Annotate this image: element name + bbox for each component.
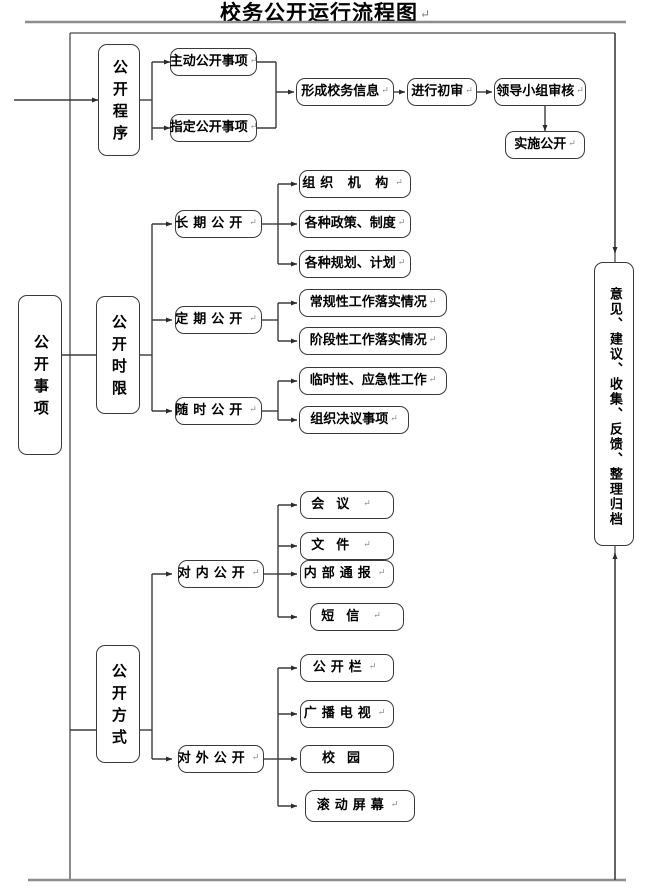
node-meeting[interactable]: 会议↵ — [300, 491, 394, 519]
node-internal-bulletin-label: 内部通报 — [303, 566, 376, 582]
pilcrow-mark: ↵ — [419, 7, 432, 21]
node-implement-disclosure-label: 实施公开 — [514, 137, 567, 153]
pilcrow-mark: ↵ — [428, 297, 437, 308]
node-resolutions[interactable]: 组织决议事项↵ — [299, 406, 409, 434]
node-bulletin-board[interactable]: 公开栏↵ — [300, 654, 394, 682]
node-internal-bulletin[interactable]: 内部通报↵ — [300, 560, 394, 588]
node-procedure-label: 公开程序 — [110, 59, 129, 147]
node-feedback-column-label: 意见、建议、收集、反馈、整理归档 — [606, 287, 622, 527]
node-anytime[interactable]: 随时公开↵ — [175, 397, 262, 425]
node-campus[interactable]: 校园 — [300, 745, 394, 773]
node-first-review[interactable]: 进行初审↵ — [407, 78, 477, 106]
node-document[interactable]: 文件↵ — [300, 532, 394, 560]
pilcrow-mark: ↵ — [397, 218, 406, 229]
node-sms[interactable]: 短信↵ — [310, 603, 404, 631]
pilcrow-mark: ↵ — [363, 540, 383, 551]
node-external-label: 对外公开 — [177, 751, 250, 767]
pilcrow-mark: ↵ — [249, 314, 262, 325]
page-title-text: 校务公开运行流程图 — [219, 0, 418, 25]
node-root-matters[interactable]: 公开事项 — [18, 295, 62, 455]
node-root-matters-label: 公开事项 — [31, 334, 50, 422]
node-time-limit[interactable]: 公开时限 — [96, 296, 140, 414]
pilcrow-mark: ↵ — [568, 139, 576, 150]
pilcrow-mark: ↵ — [249, 405, 262, 416]
node-meeting-label: 会议 — [311, 497, 362, 513]
pilcrow-mark: ↵ — [381, 86, 389, 97]
node-policies[interactable]: 各种政策、制度↵ — [299, 210, 411, 238]
node-active-disclosure-label: 主动公开事项 — [169, 54, 248, 70]
node-routine-work-label: 常规性工作落实情况 — [309, 295, 427, 311]
node-long-term-label: 长期公开 — [175, 216, 248, 232]
node-document-label: 文件 — [311, 538, 362, 554]
node-phased-work-label: 阶段性工作落实情况 — [309, 333, 427, 349]
node-internal[interactable]: 对内公开↵ — [178, 560, 264, 588]
node-plans[interactable]: 各种规划、计划↵ — [299, 250, 411, 278]
node-internal-label: 对内公开 — [177, 566, 250, 582]
node-procedure[interactable]: 公开程序 — [98, 44, 140, 156]
node-org-structure[interactable]: 组织 机 构↵ — [299, 170, 411, 198]
node-org-structure-label: 组织 机 构 — [302, 176, 394, 192]
node-campus-label: 校园 — [321, 751, 372, 767]
node-leader-group-review-label: 领导小组审核 — [496, 84, 575, 100]
node-form-info[interactable]: 形成校务信息↵ — [296, 78, 394, 106]
node-leader-group-review[interactable]: 领导小组审核↵ — [494, 78, 586, 106]
pilcrow-mark: ↵ — [368, 662, 382, 673]
node-plans-label: 各种规划、计划 — [304, 256, 396, 272]
node-first-review-label: 进行初审 — [411, 84, 464, 100]
pilcrow-mark: ↵ — [465, 86, 473, 97]
pilcrow-mark: ↵ — [249, 218, 262, 229]
node-phased-work[interactable]: 阶段性工作落实情况↵ — [299, 327, 447, 355]
pilcrow-mark: ↵ — [390, 414, 398, 425]
pilcrow-mark: ↵ — [576, 86, 584, 97]
node-bulletin-board-label: 公开栏 — [312, 660, 367, 676]
node-scrolling-screen-label: 滚动屏幕 — [316, 798, 389, 814]
node-anytime-label: 随时公开 — [175, 403, 248, 419]
node-feedback-column[interactable]: 意见、建议、收集、反馈、整理归档 — [594, 262, 634, 546]
pilcrow-mark: ↵ — [428, 335, 437, 346]
node-temporary-work[interactable]: 临时性、应急性工作↵ — [299, 367, 447, 395]
node-form-info-label: 形成校务信息 — [301, 84, 380, 100]
node-routine-work[interactable]: 常规性工作落实情况↵ — [299, 289, 447, 317]
pilcrow-mark: ↵ — [397, 258, 406, 269]
node-active-disclosure[interactable]: 主动公开事项↵ — [170, 48, 257, 76]
pilcrow-mark: ↵ — [249, 56, 258, 67]
node-implement-disclosure[interactable]: 实施公开↵ — [505, 131, 585, 159]
node-designated-disclosure[interactable]: 指定公开事项↵ — [170, 114, 257, 142]
node-designated-disclosure-label: 指定公开事项 — [169, 120, 248, 136]
node-scrolling-screen[interactable]: 滚动屏幕↵ — [305, 790, 415, 822]
pilcrow-mark: ↵ — [249, 122, 258, 133]
pilcrow-mark: ↵ — [251, 568, 265, 579]
node-sms-label: 短信 — [321, 609, 372, 625]
pilcrow-mark: ↵ — [395, 178, 408, 189]
node-policies-label: 各种政策、制度 — [304, 216, 396, 232]
page-title: 校务公开运行流程图↵ — [0, 0, 651, 27]
node-temporary-work-label: 临时性、应急性工作 — [309, 373, 427, 389]
node-broadcast-tv-label: 广播电视 — [303, 706, 376, 722]
node-periodic[interactable]: 定期公开↵ — [175, 306, 262, 334]
pilcrow-mark: ↵ — [377, 568, 391, 579]
node-method[interactable]: 公开方式 — [96, 645, 140, 763]
pilcrow-mark: ↵ — [428, 375, 437, 386]
pilcrow-mark: ↵ — [373, 611, 393, 622]
pilcrow-mark: ↵ — [390, 800, 404, 811]
pilcrow-mark: ↵ — [251, 753, 265, 764]
node-external[interactable]: 对外公开↵ — [178, 745, 264, 773]
node-time-limit-label: 公开时限 — [109, 314, 128, 402]
node-broadcast-tv[interactable]: 广播电视↵ — [300, 700, 394, 728]
pilcrow-mark: ↵ — [363, 499, 383, 510]
node-resolutions-label: 组织决议事项 — [310, 412, 389, 428]
pilcrow-mark: ↵ — [377, 708, 391, 719]
node-method-label: 公开方式 — [109, 663, 128, 751]
node-long-term[interactable]: 长期公开↵ — [175, 210, 262, 238]
node-periodic-label: 定期公开 — [175, 312, 248, 328]
